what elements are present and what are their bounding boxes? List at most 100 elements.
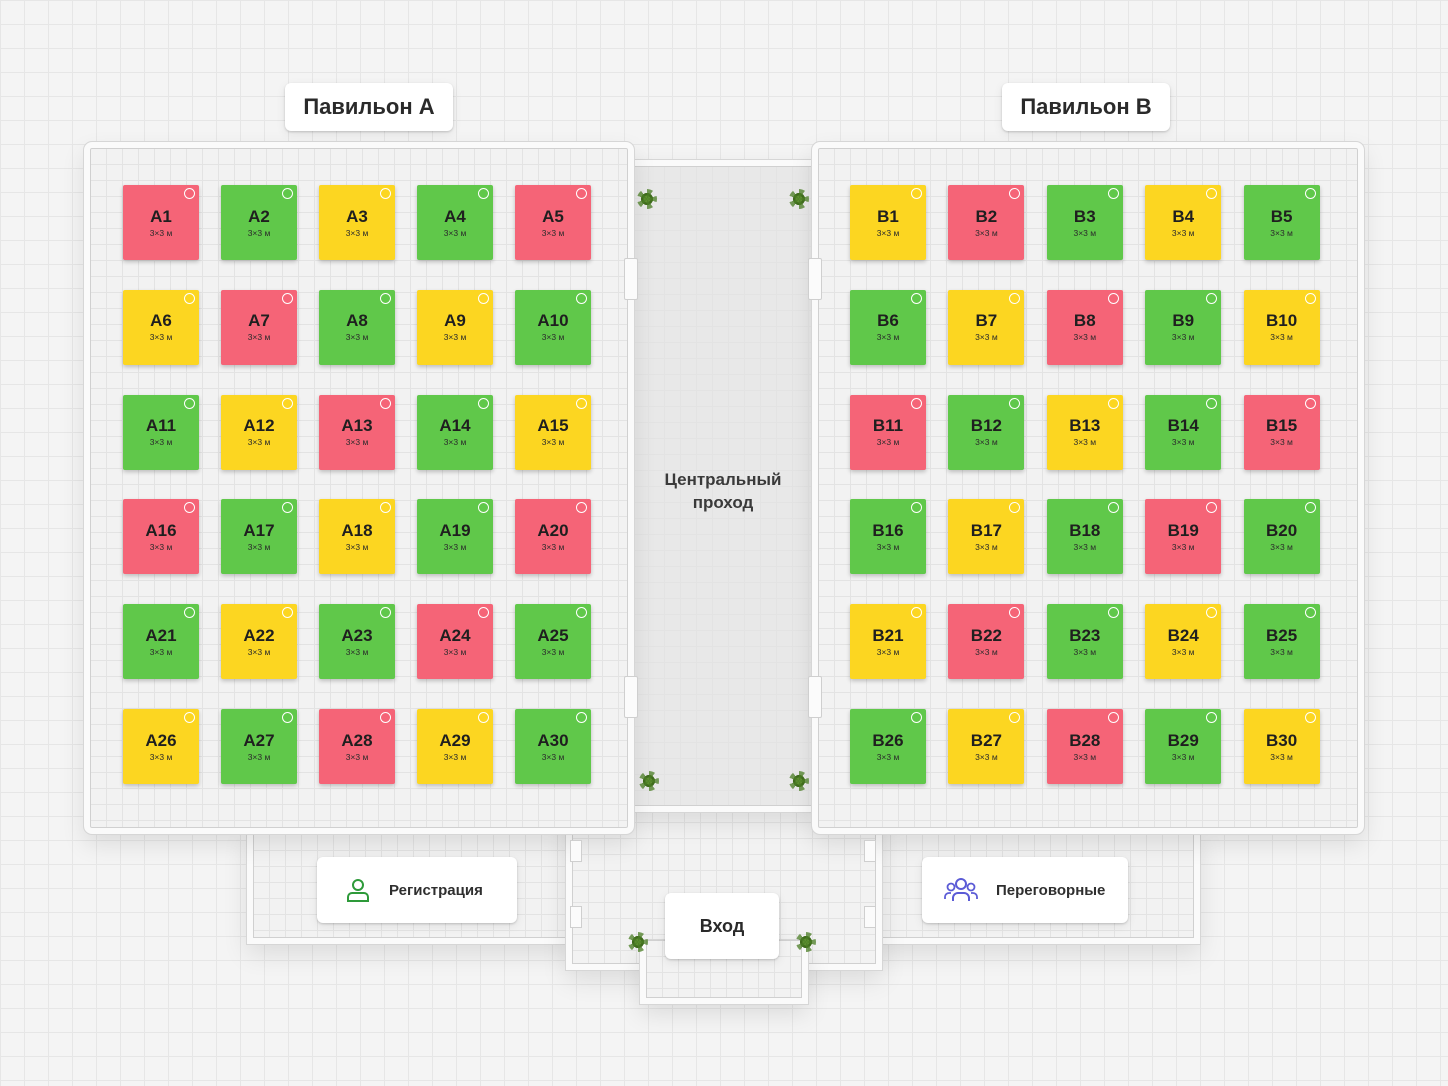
stand-status-circle-icon bbox=[282, 188, 293, 199]
stand-id: A15 bbox=[537, 416, 569, 436]
stand-status-circle-icon bbox=[1107, 188, 1119, 199]
meeting-rooms-label: Переговорные bbox=[996, 881, 1106, 899]
stand-status-circle-icon bbox=[478, 292, 489, 304]
plant-icon bbox=[637, 189, 657, 209]
stand-id: A8 bbox=[346, 311, 368, 331]
stand-size: 3×3 м bbox=[1171, 227, 1195, 238]
stand-status-circle-icon bbox=[1009, 292, 1021, 304]
meeting-rooms-button[interactable]: Переговорные bbox=[922, 857, 1128, 923]
stand-size: 3×3 м bbox=[443, 437, 467, 448]
stand-size: 3×3 м bbox=[541, 646, 565, 657]
stand-size: 3×3 м bbox=[1270, 332, 1293, 343]
stand-size: 3×3 м bbox=[1270, 751, 1293, 762]
stand-id: A20 bbox=[537, 520, 569, 540]
stand-id: B27 bbox=[970, 730, 1002, 750]
pavilion-a-title: Павильон А bbox=[285, 83, 453, 131]
stand-status-circle-icon bbox=[576, 607, 587, 619]
corridor-post bbox=[808, 258, 822, 300]
stand-id: A16 bbox=[145, 520, 177, 540]
stand-size: 3×3 м bbox=[345, 332, 369, 343]
registration-label: Регистрация bbox=[389, 881, 483, 899]
stand-size: 3×3 м bbox=[345, 437, 369, 448]
corridor-label: Центральный проход bbox=[640, 468, 806, 514]
stand-size: 3×3 м bbox=[1270, 437, 1293, 448]
stand-status-circle-icon bbox=[1107, 292, 1119, 304]
stand-status-circle-icon bbox=[911, 607, 922, 619]
stand-id: B4 bbox=[1172, 206, 1195, 226]
stand-status-circle-icon bbox=[1107, 607, 1119, 619]
registration-button[interactable]: Регистрация bbox=[317, 857, 517, 923]
stand-size: 3×3 м bbox=[541, 751, 565, 762]
stand-size: 3×3 м bbox=[443, 646, 467, 657]
stand-size: 3×3 м bbox=[345, 227, 369, 238]
stand-status-circle-icon bbox=[282, 607, 293, 619]
stand-status-circle-icon bbox=[911, 502, 922, 514]
stand-size: 3×3 м bbox=[443, 227, 467, 238]
entrance-button[interactable]: Вход bbox=[665, 893, 779, 959]
stand-status-circle-icon bbox=[184, 712, 195, 723]
